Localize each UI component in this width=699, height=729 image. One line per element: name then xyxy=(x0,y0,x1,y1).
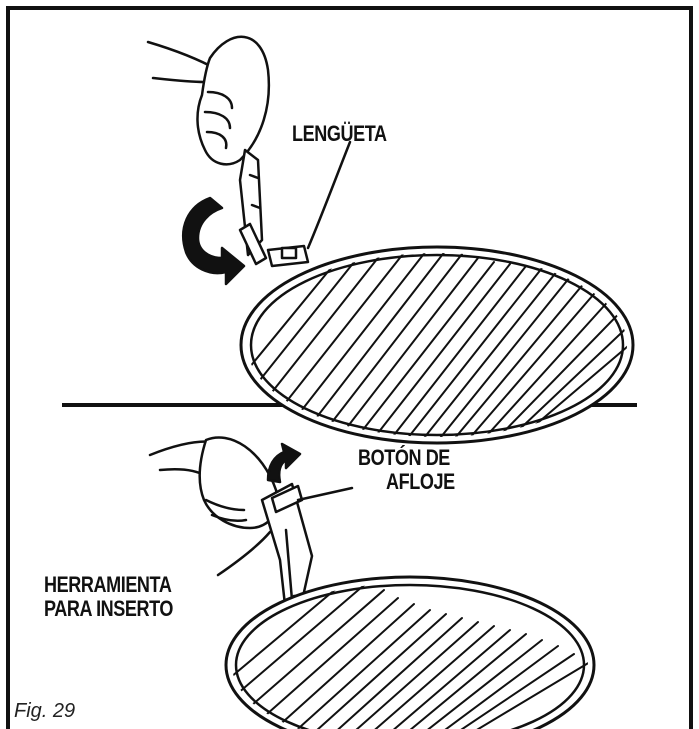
tab-label: LENGÜETA xyxy=(292,122,387,146)
bottom-panel-illustration xyxy=(150,437,594,729)
release-button-label-line2: AFLOJE xyxy=(386,470,455,494)
release-button-label-line1: BOTÓN DE xyxy=(358,446,450,470)
figure-caption: Fig. 29 xyxy=(14,700,75,723)
insert-tool-label-line2: PARA INSERTO xyxy=(44,597,173,621)
insert-tool-label-line1: HERRAMIENTA xyxy=(44,573,171,597)
top-panel-illustration xyxy=(148,37,668,458)
